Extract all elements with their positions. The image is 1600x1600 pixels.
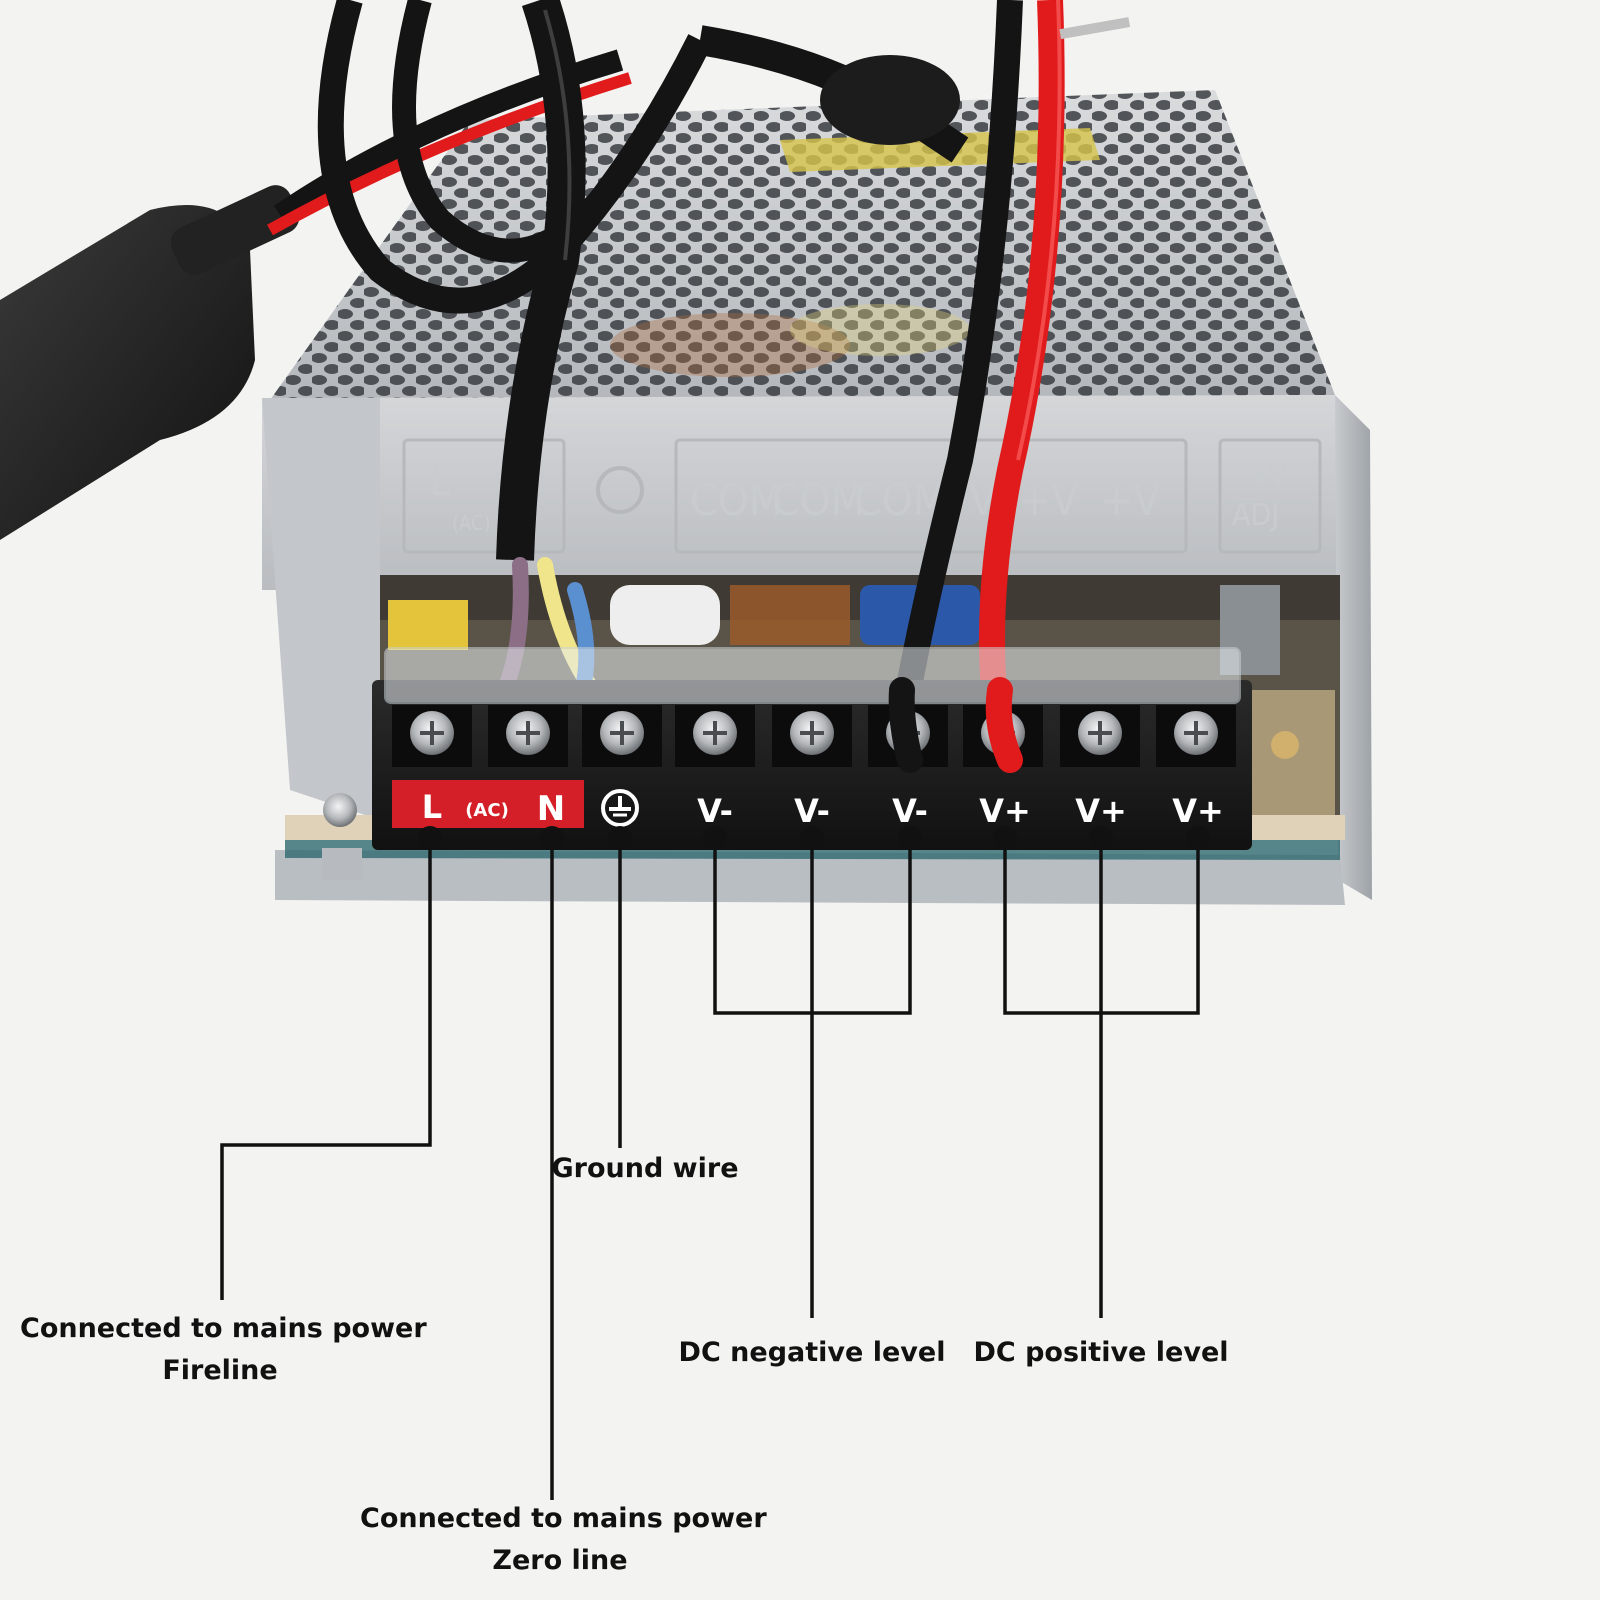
- molding-adjust-adj: ADJ: [1232, 498, 1279, 533]
- callout-fireline-line2: Fireline: [162, 1355, 278, 1386]
- callout-zero-line-line1: Connected to mains power: [360, 1503, 767, 1534]
- callout-zero-line-line2: Zero line: [492, 1545, 628, 1576]
- callout-dc-positive: DC positive level: [965, 1332, 1237, 1374]
- terminal-ground-icon: [601, 789, 639, 827]
- terminal-l-label: L: [422, 788, 442, 826]
- leader-dot-9: [1186, 826, 1210, 850]
- terminal-screw-1: [392, 705, 472, 767]
- callout-dc-negative: DC negative level: [672, 1332, 952, 1374]
- terminal-v-pos-2: V+: [1075, 792, 1127, 830]
- terminal-n-label: N: [537, 789, 565, 829]
- leader-dot-2: [540, 826, 564, 850]
- terminal-screw-8: [1060, 705, 1140, 767]
- molding-output-1: COM: [772, 475, 865, 526]
- molding-output-0: COM: [690, 475, 783, 526]
- ac-label-plate: [392, 780, 584, 828]
- terminal-screw-2: [488, 705, 568, 767]
- leader-dot-6: [898, 826, 922, 850]
- molding-output-4: +V: [1018, 475, 1078, 526]
- molding-adjust-v: +V: [1246, 458, 1288, 493]
- molding-input-l: L: [430, 459, 450, 505]
- terminal-screw-9: [1156, 705, 1236, 767]
- leader-dot-5: [800, 826, 824, 850]
- molding-input-ac: (AC): [452, 511, 491, 535]
- terminal-v-neg-2: V-: [794, 792, 830, 830]
- molding-output-2: COM: [854, 475, 947, 526]
- terminal-v-neg-1: V-: [697, 792, 733, 830]
- dc-wire-ends: [888, 677, 1023, 773]
- leader-dot-3: [608, 826, 632, 850]
- leader-dot-1: [418, 826, 442, 850]
- molding-ground-icon: [596, 466, 644, 514]
- terminal-v-pos-3: V+: [1172, 792, 1224, 830]
- terminal-v-pos-1: V+: [979, 792, 1031, 830]
- terminal-screw-3: [582, 705, 662, 767]
- callout-ground-text: Ground wire: [551, 1153, 739, 1184]
- leader-dot-4: [703, 826, 727, 850]
- terminal-screw-4: [675, 705, 755, 767]
- terminal-legends: L (AC) N V- V- V- V+ V+ V+: [422, 788, 1224, 830]
- molding-output-5: +V: [1100, 475, 1160, 526]
- callout-fireline: Connected to mains power Fireline: [20, 1308, 427, 1392]
- terminal-ac-tag: (AC): [465, 800, 509, 821]
- terminal-v-neg-3: V-: [892, 792, 928, 830]
- leader-lines: [220, 838, 1200, 1500]
- callout-dc-negative-text: DC negative level: [678, 1337, 946, 1368]
- callout-dc-positive-text: DC positive level: [973, 1337, 1229, 1368]
- terminal-screw-5: [772, 705, 852, 767]
- background-cables: [0, 0, 1131, 743]
- callout-zero-line: Connected to mains power Zero line: [360, 1498, 767, 1582]
- leader-dots: [418, 826, 1210, 850]
- callout-fireline-line1: Connected to mains power: [20, 1313, 427, 1344]
- leader-dot-8: [1089, 826, 1113, 850]
- leader-fireline: [220, 838, 432, 1300]
- leader-dot-7: [993, 826, 1017, 850]
- callout-ground-wire: Ground wire: [520, 1148, 770, 1190]
